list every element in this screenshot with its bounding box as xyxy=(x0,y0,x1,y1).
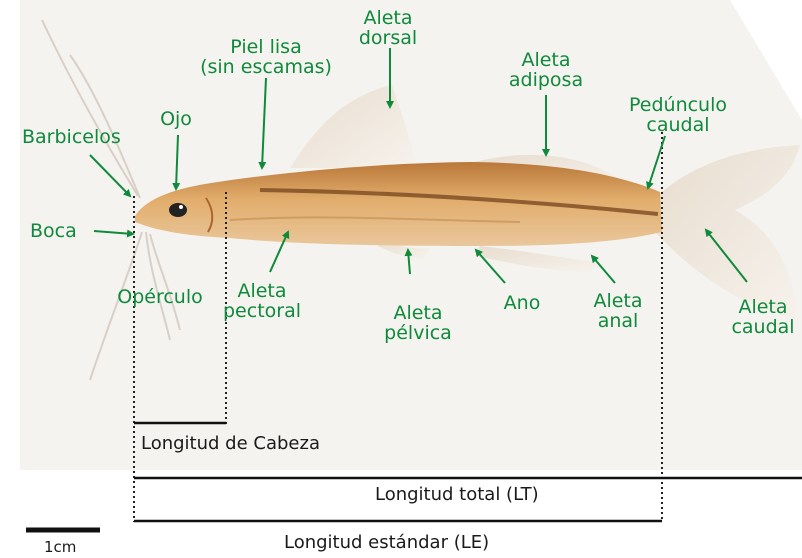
label-piel-line-2: (sin escamas) xyxy=(200,57,332,77)
label-adiposa-line-1: Aleta xyxy=(509,50,583,70)
label-dorsal-line-2: dorsal xyxy=(359,28,417,48)
label-aleta-pectoral: Aleta pectoral xyxy=(223,281,301,321)
label-barbicelos: Barbicelos xyxy=(22,127,121,147)
label-ojo: Ojo xyxy=(160,109,192,129)
label-dorsal-line-1: Aleta xyxy=(359,8,417,28)
label-adiposa-line-2: adiposa xyxy=(509,70,583,90)
label-aleta-caudal: Aleta caudal xyxy=(731,297,794,337)
label-ano: Ano xyxy=(504,293,541,313)
label-longitud-cabeza: Longitud de Cabeza xyxy=(141,433,320,454)
label-anal-line-1: Aleta xyxy=(593,291,642,311)
label-longitud-estandar: Longitud estándar (LE) xyxy=(284,532,489,553)
label-caudal-line-2: caudal xyxy=(731,317,794,337)
label-piel-lisa: Piel lisa (sin escamas) xyxy=(200,37,332,77)
label-pedunculo-line-1: Pedúnculo xyxy=(629,95,727,115)
label-caudal-line-1: Aleta xyxy=(731,297,794,317)
label-pelvica-line-1: Aleta xyxy=(384,303,452,323)
label-aleta-dorsal: Aleta dorsal xyxy=(359,8,417,48)
label-longitud-total: Longitud total (LT) xyxy=(375,484,539,505)
label-pedunculo-line-2: caudal xyxy=(629,115,727,135)
label-pectoral-line-2: pectoral xyxy=(223,301,301,321)
label-piel-line-1: Piel lisa xyxy=(200,37,332,57)
label-aleta-anal: Aleta anal xyxy=(593,291,642,331)
label-pectoral-line-1: Aleta xyxy=(223,281,301,301)
label-scale: 1cm xyxy=(44,538,76,556)
label-aleta-pelvica: Aleta pélvica xyxy=(384,303,452,343)
label-aleta-adiposa: Aleta adiposa xyxy=(509,50,583,90)
eye xyxy=(169,203,187,217)
label-pedunculo-caudal: Pedúnculo caudal xyxy=(629,95,727,135)
label-anal-line-2: anal xyxy=(593,311,642,331)
label-boca: Boca xyxy=(30,221,77,241)
label-operculo: Opérculo xyxy=(117,287,203,307)
label-pelvica-line-2: pélvica xyxy=(384,323,452,343)
